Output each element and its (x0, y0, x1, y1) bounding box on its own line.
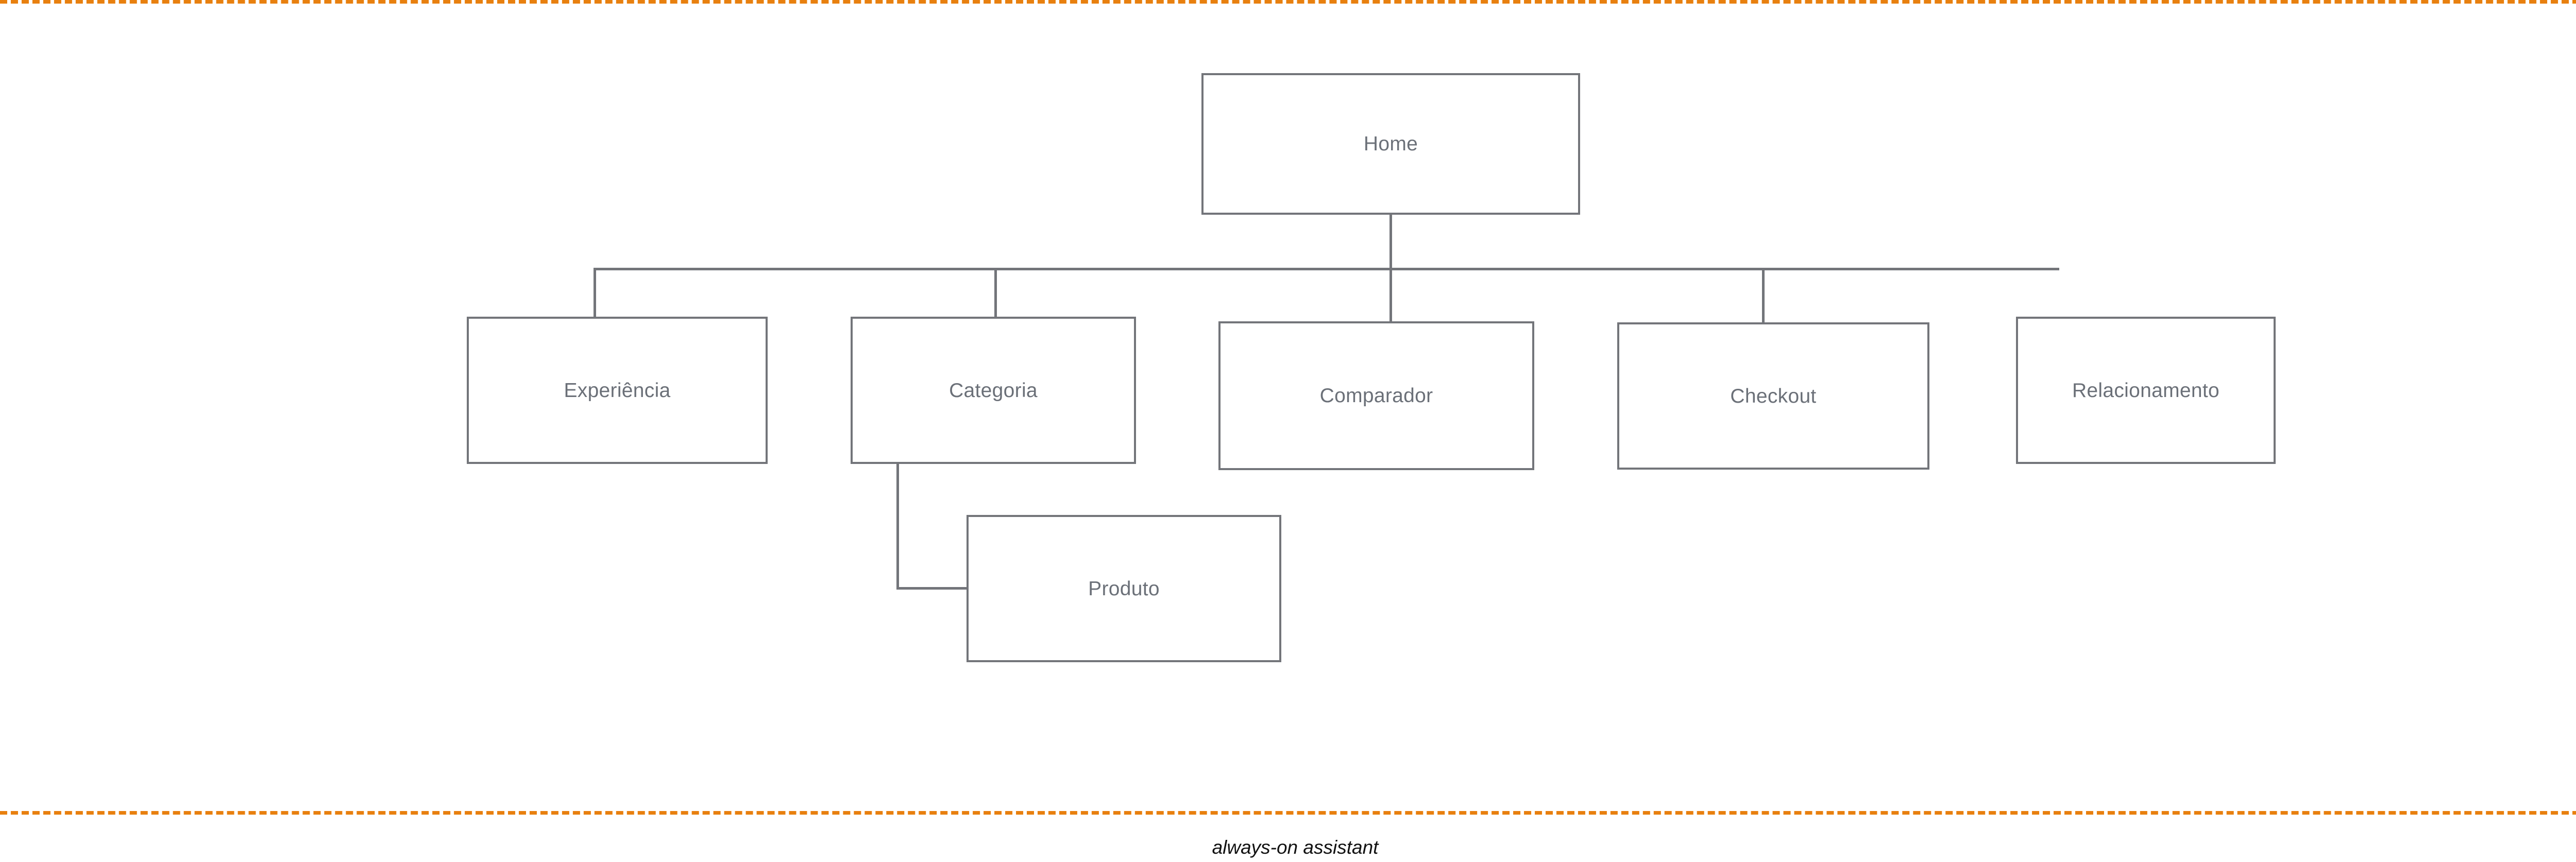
connector-to-checkout (1762, 268, 1765, 323)
node-home[interactable]: Home (1201, 73, 1580, 215)
node-experiencia-label: Experiência (564, 379, 671, 402)
connector-categoria-produto-vertical (896, 464, 899, 589)
node-relacionamento[interactable]: Relacionamento (2016, 317, 2276, 464)
connector-to-comparador (1389, 268, 1392, 322)
connector-categoria-produto-horizontal (896, 587, 969, 590)
connector-to-experiencia (594, 268, 596, 317)
node-experiencia[interactable]: Experiência (467, 317, 768, 464)
node-produto-label: Produto (1088, 577, 1160, 600)
node-categoria[interactable]: Categoria (851, 317, 1136, 464)
connector-home-stem (1389, 215, 1392, 270)
node-checkout-label: Checkout (1730, 385, 1817, 407)
node-checkout[interactable]: Checkout (1617, 322, 1929, 470)
connector-to-categoria (994, 268, 997, 317)
node-categoria-label: Categoria (949, 379, 1038, 402)
node-comparador[interactable]: Comparador (1218, 321, 1534, 470)
footer-caption: always-on assistant (1212, 837, 1379, 858)
node-relacionamento-label: Relacionamento (2072, 379, 2220, 402)
top-dashed-divider (0, 0, 2576, 4)
node-produto[interactable]: Produto (967, 515, 1281, 662)
node-home-label: Home (1363, 133, 1418, 155)
node-comparador-label: Comparador (1319, 385, 1433, 407)
connector-bus (594, 268, 2059, 270)
bottom-dashed-divider (0, 811, 2576, 815)
